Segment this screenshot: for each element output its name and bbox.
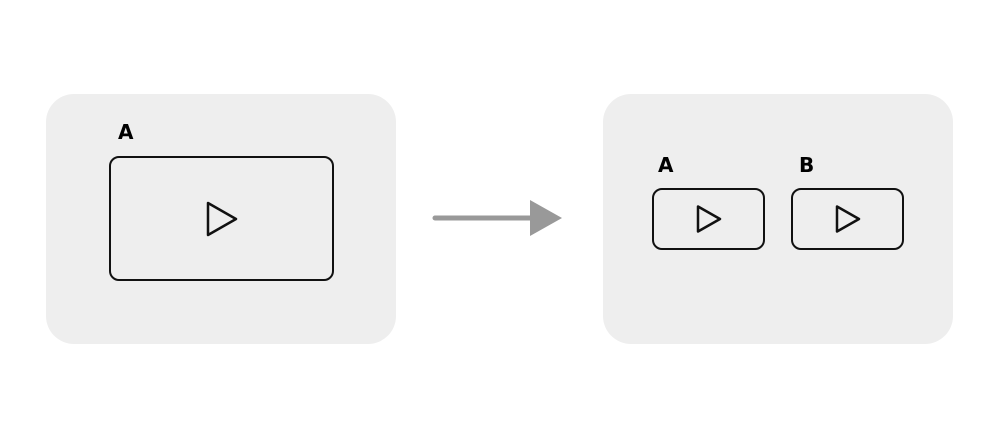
video-label-b: B xyxy=(799,153,815,177)
video-player-a[interactable] xyxy=(109,156,334,281)
arrow-right-icon xyxy=(432,200,562,236)
video-player-a[interactable] xyxy=(652,188,765,250)
before-panel: A xyxy=(46,94,396,344)
play-icon xyxy=(206,201,237,236)
video-label-a: A xyxy=(658,153,674,177)
play-icon xyxy=(696,205,721,233)
play-icon xyxy=(835,205,860,233)
after-panel: A B xyxy=(603,94,953,344)
video-label-a: A xyxy=(118,120,134,144)
video-player-b[interactable] xyxy=(791,188,904,250)
